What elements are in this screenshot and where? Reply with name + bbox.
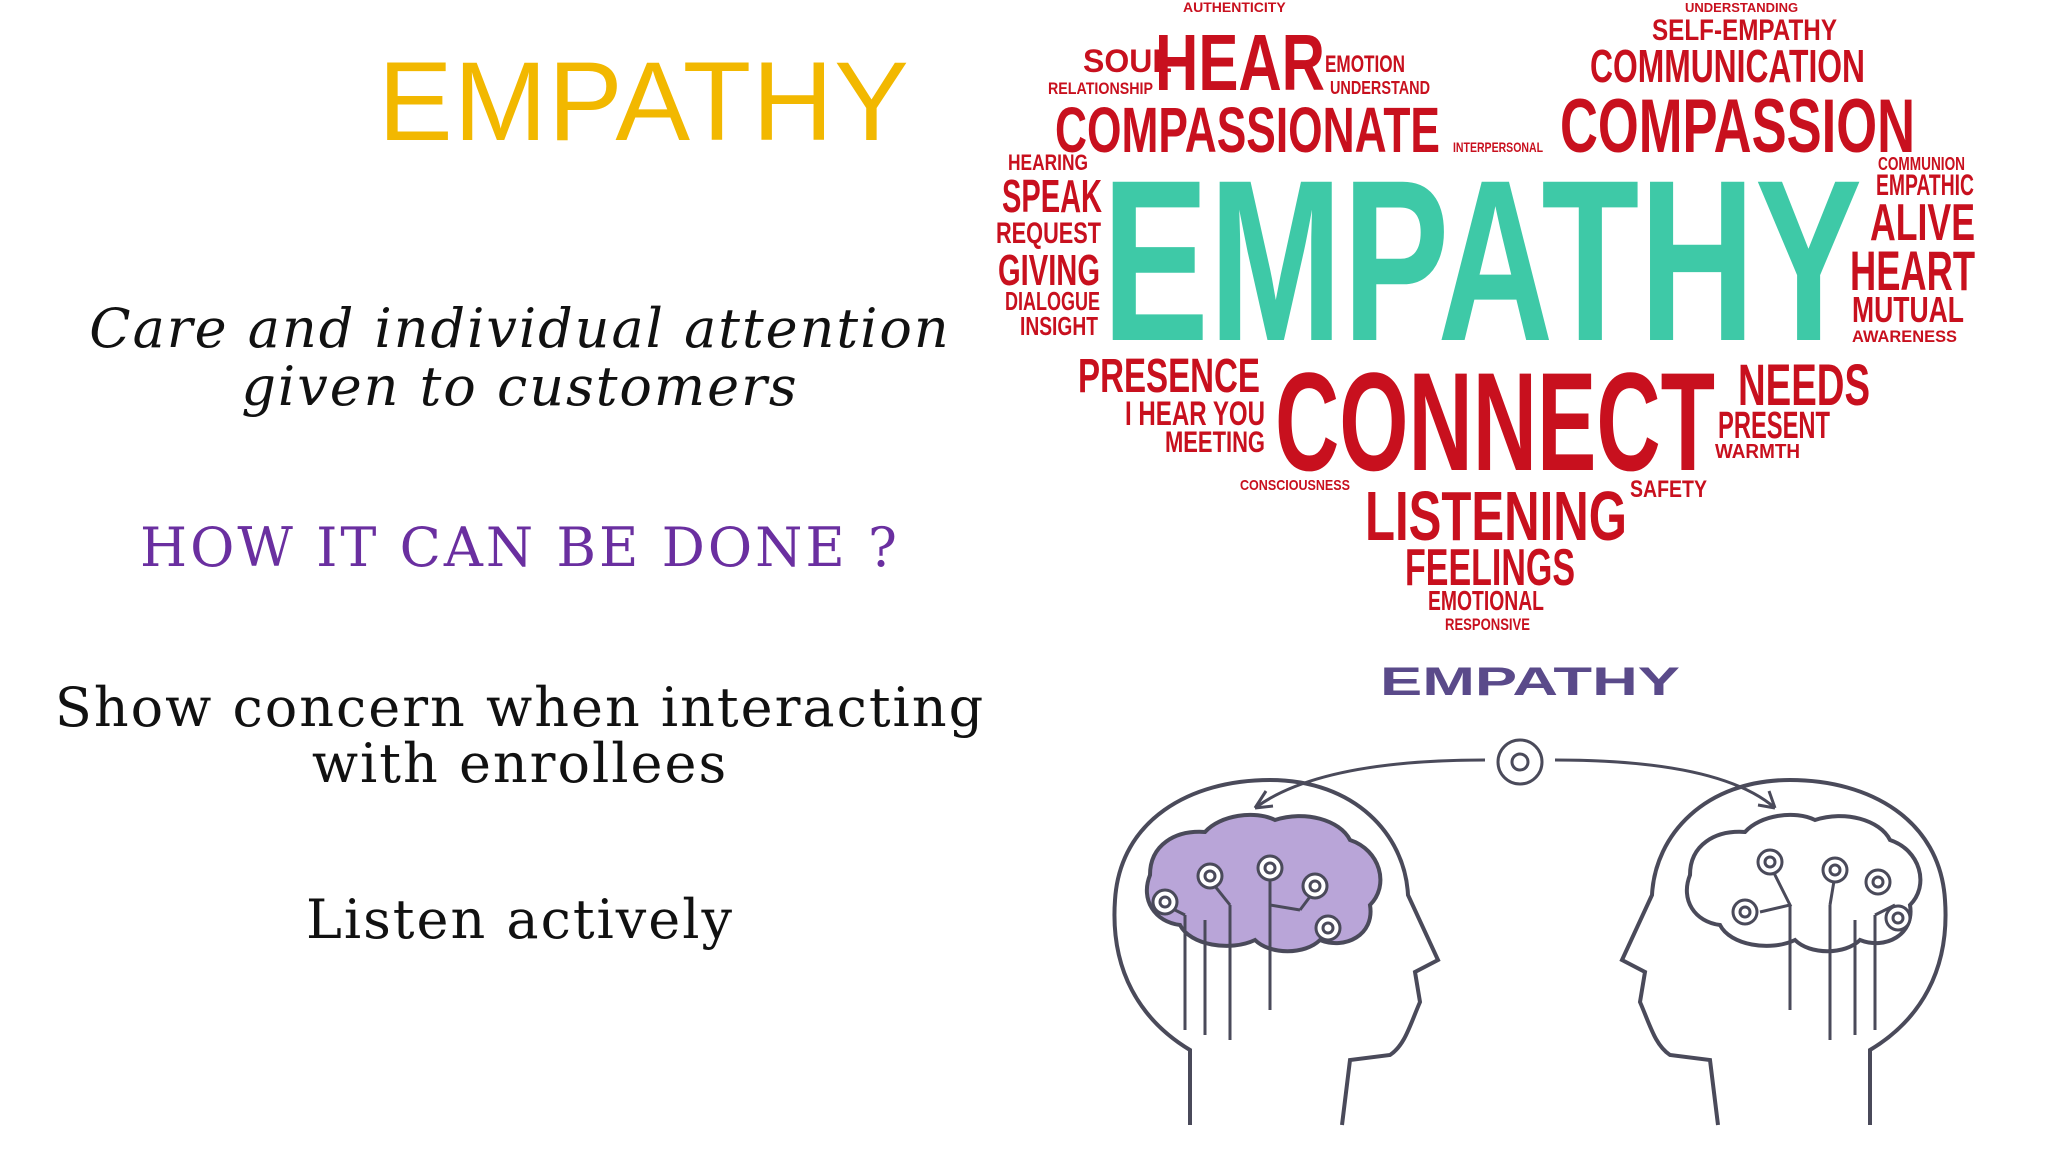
word-empathy-main: EMPATHY xyxy=(1102,132,1862,389)
word-understand: UNDERSTAND xyxy=(1330,78,1430,98)
empathy-heads-diagram: EMPATHY xyxy=(1112,660,1948,1126)
word-communion: COMMUNION xyxy=(1878,154,1965,174)
word-dialogue: DIALOGUE xyxy=(1005,286,1100,316)
left-arrow-icon xyxy=(1253,758,1486,810)
tip-show-concern: Show concern when interacting with enrol… xyxy=(54,676,986,795)
word-empathic: EMPATHIC xyxy=(1876,169,1974,202)
word-connect: CONNECT xyxy=(1275,343,1715,500)
word-heart: HEART xyxy=(1850,239,1975,302)
word-giving: GIVING xyxy=(998,246,1100,295)
empathy-word-cloud: AUTHENTICITY UNDERSTANDING SELF-EMPATHY … xyxy=(996,0,1975,634)
word-relationship: RELATIONSHIP xyxy=(1048,79,1153,98)
word-presence: PRESENCE xyxy=(1078,350,1260,403)
right-arrow-icon xyxy=(1554,758,1777,810)
word-request: REQUEST xyxy=(996,217,1101,250)
word-self-empathy: SELF-EMPATHY xyxy=(1652,14,1837,47)
word-compassionate: COMPASSIONATE xyxy=(1055,94,1440,166)
diagram-label: EMPATHY xyxy=(1380,660,1680,704)
word-listening: LISTENING xyxy=(1365,477,1627,555)
left-head-icon xyxy=(1112,777,1441,1126)
word-needs: NEEDS xyxy=(1738,353,1870,418)
word-soul: SOUL xyxy=(1083,43,1172,79)
word-meeting: MEETING xyxy=(1165,426,1265,459)
word-safety: SAFETY xyxy=(1630,476,1707,503)
word-feelings: FEELINGS xyxy=(1405,539,1575,597)
word-emotion: EMOTION xyxy=(1325,51,1405,78)
eye-node-icon xyxy=(1496,738,1544,786)
word-speak: SPEAK xyxy=(1002,170,1102,222)
word-insight: INSIGHT xyxy=(1020,311,1098,341)
word-warmth: WARMTH xyxy=(1715,441,1800,463)
right-head-icon xyxy=(1619,777,1948,1126)
word-understanding: UNDERSTANDING xyxy=(1685,0,1798,15)
word-mutual: MUTUAL xyxy=(1852,289,1964,330)
word-compassion: COMPASSION xyxy=(1560,84,1915,169)
word-alive: ALIVE xyxy=(1870,194,1975,252)
slide-title: EMPATHY xyxy=(378,39,910,164)
tagline: Care and individual attention given to c… xyxy=(89,297,951,418)
word-hearing: HEARING xyxy=(1008,150,1088,175)
word-interpersonal: INTERPERSONAL xyxy=(1453,139,1543,155)
word-responsive: RESPONSIVE xyxy=(1445,615,1530,634)
word-present: PRESENT xyxy=(1718,405,1830,447)
tip-listen-actively: Listen actively xyxy=(305,888,735,951)
word-communication: COMMUNICATION xyxy=(1590,40,1865,92)
word-i-hear-you: I HEAR YOU xyxy=(1125,395,1265,433)
word-emotional: EMOTIONAL xyxy=(1428,585,1544,616)
word-hear: HEAR xyxy=(1155,18,1325,107)
word-consciousness: CONSCIOUSNESS xyxy=(1240,477,1350,494)
word-authenticity: AUTHENTICITY xyxy=(1183,0,1286,15)
how-heading: HOW IT CAN BE DONE ? xyxy=(140,516,900,579)
word-awareness: AWARENESS xyxy=(1852,327,1957,346)
